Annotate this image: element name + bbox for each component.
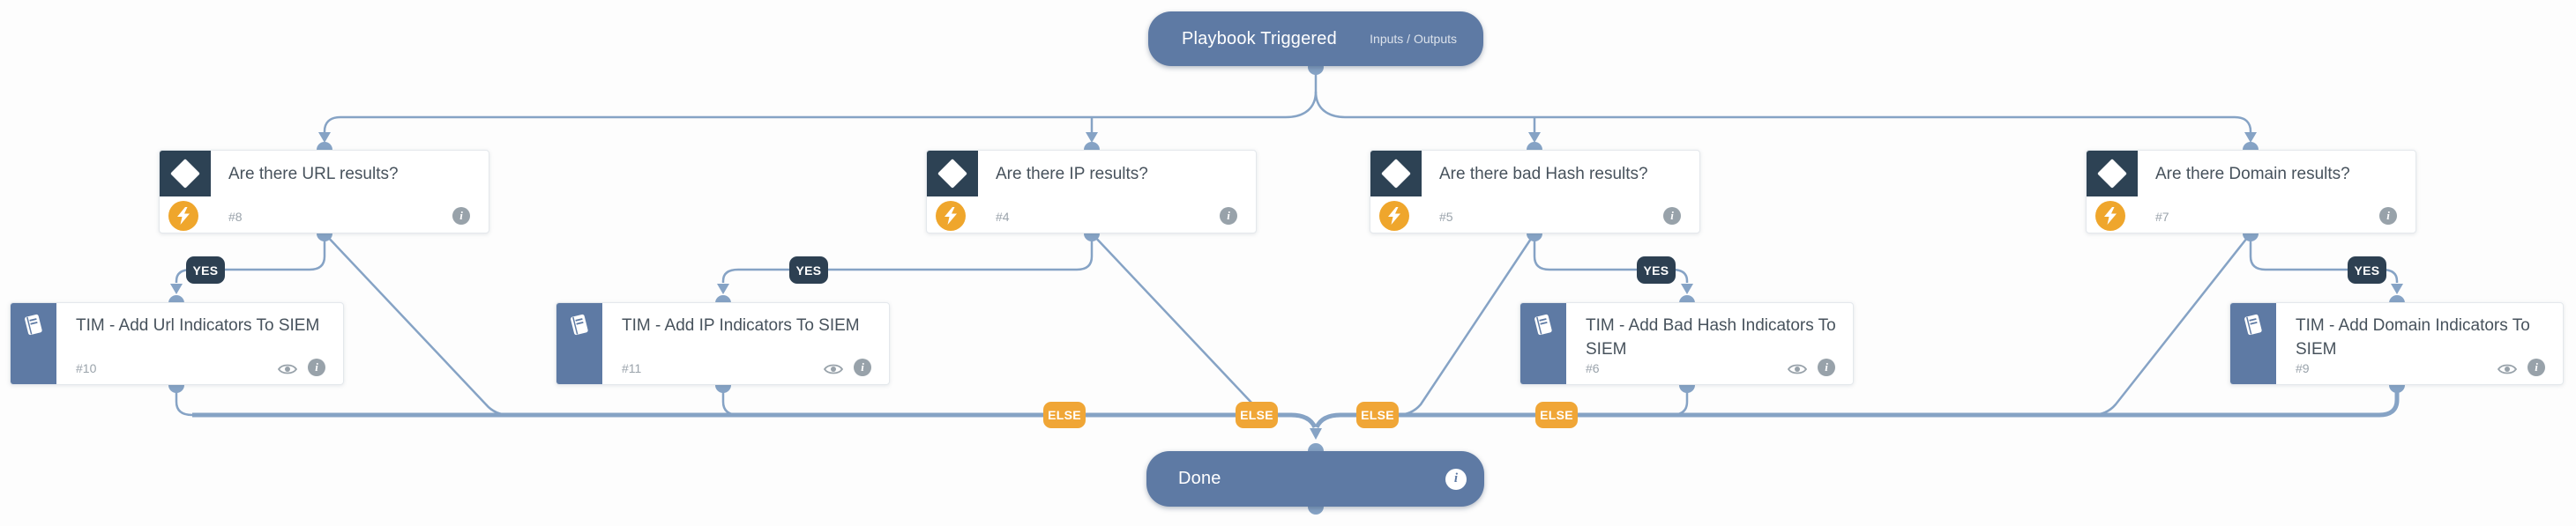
automation-bolt-icon xyxy=(2095,201,2125,231)
book-icon xyxy=(25,314,42,336)
eye-icon[interactable] xyxy=(1788,362,1807,376)
edge-label-yes: YES xyxy=(789,256,828,284)
condition-title: Are there bad Hash results? xyxy=(1439,165,1648,183)
eye-icon[interactable] xyxy=(2498,362,2517,376)
task-number: #5 xyxy=(1439,210,1453,224)
done-title: Done xyxy=(1178,469,1221,488)
condition-title: Are there IP results? xyxy=(996,165,1148,183)
edge-label-yes: YES xyxy=(186,256,225,284)
task-number: #10 xyxy=(76,361,97,375)
inputs-outputs-link[interactable]: Inputs / Outputs xyxy=(1370,32,1457,46)
task-number: #7 xyxy=(2155,210,2169,224)
diamond-icon xyxy=(2097,159,2127,189)
book-icon xyxy=(2244,314,2262,336)
info-icon[interactable] xyxy=(1818,359,1835,376)
info-icon[interactable] xyxy=(2379,207,2397,225)
info-icon[interactable] xyxy=(1663,207,1681,225)
node-task-hash[interactable]: TIM - Add Bad Hash Indicators To SIEM #6 xyxy=(1519,302,1854,385)
condition-type-square xyxy=(160,151,211,196)
edge-label-else: ELSE xyxy=(1356,402,1399,428)
edge-label-yes: YES xyxy=(1637,256,1676,284)
condition-type-square xyxy=(927,151,978,196)
playbook-task-bar xyxy=(2230,303,2276,384)
task-title: TIM - Add Url Indicators To SIEM xyxy=(76,316,320,335)
book-icon xyxy=(1534,314,1552,336)
task-number: #4 xyxy=(996,210,1010,224)
condition-type-square xyxy=(2087,151,2138,196)
automation-bolt-icon xyxy=(168,201,198,231)
info-icon[interactable] xyxy=(2527,359,2545,376)
condition-title: Are there Domain results? xyxy=(2155,165,2350,183)
node-task-ip[interactable]: TIM - Add IP Indicators To SIEM #11 xyxy=(556,302,890,385)
task-number: #11 xyxy=(622,361,642,375)
playbook-task-bar xyxy=(1520,303,1566,384)
info-icon[interactable] xyxy=(308,359,325,376)
edge-label-else: ELSE xyxy=(1043,402,1086,428)
condition-title: Are there URL results? xyxy=(228,165,399,183)
task-number: #8 xyxy=(228,210,243,224)
node-condition-domain[interactable]: Are there Domain results? #7 xyxy=(2086,150,2416,233)
info-icon[interactable] xyxy=(1220,207,1237,225)
book-icon xyxy=(571,314,588,336)
node-playbook-triggered[interactable]: Playbook Triggered Inputs / Outputs xyxy=(1148,11,1483,66)
diamond-icon xyxy=(170,159,200,189)
task-title: TIM - Add Bad Hash Indicators To SIEM xyxy=(1586,316,1836,359)
info-icon[interactable] xyxy=(1445,468,1467,490)
condition-type-square xyxy=(1370,151,1422,196)
node-condition-hash[interactable]: Are there bad Hash results? #5 xyxy=(1370,150,1700,233)
playbook-triggered-title: Playbook Triggered xyxy=(1182,28,1337,48)
diamond-icon xyxy=(1381,159,1411,189)
playbook-task-bar xyxy=(556,303,602,384)
edge-label-yes: YES xyxy=(2348,256,2386,284)
node-condition-ip[interactable]: Are there IP results? #4 xyxy=(926,150,1257,233)
node-task-domain[interactable]: TIM - Add Domain Indicators To SIEM #9 xyxy=(2229,302,2564,385)
automation-bolt-icon xyxy=(936,201,966,231)
info-icon[interactable] xyxy=(854,359,871,376)
edge-label-else: ELSE xyxy=(1535,402,1578,428)
edge-label-else: ELSE xyxy=(1236,402,1278,428)
playbook-task-bar xyxy=(11,303,56,384)
node-condition-url[interactable]: Are there URL results? #8 xyxy=(159,150,489,233)
info-icon[interactable] xyxy=(452,207,470,225)
automation-bolt-icon xyxy=(1379,201,1409,231)
task-number: #9 xyxy=(2296,361,2310,375)
eye-icon[interactable] xyxy=(824,362,843,376)
task-title: TIM - Add IP Indicators To SIEM xyxy=(622,316,860,335)
diamond-icon xyxy=(937,159,967,189)
task-title: TIM - Add Domain Indicators To SIEM xyxy=(2296,316,2530,359)
eye-icon[interactable] xyxy=(278,362,297,376)
node-done[interactable]: Done xyxy=(1146,451,1484,507)
node-task-url[interactable]: TIM - Add Url Indicators To SIEM #10 xyxy=(10,302,344,385)
task-number: #6 xyxy=(1586,361,1600,375)
